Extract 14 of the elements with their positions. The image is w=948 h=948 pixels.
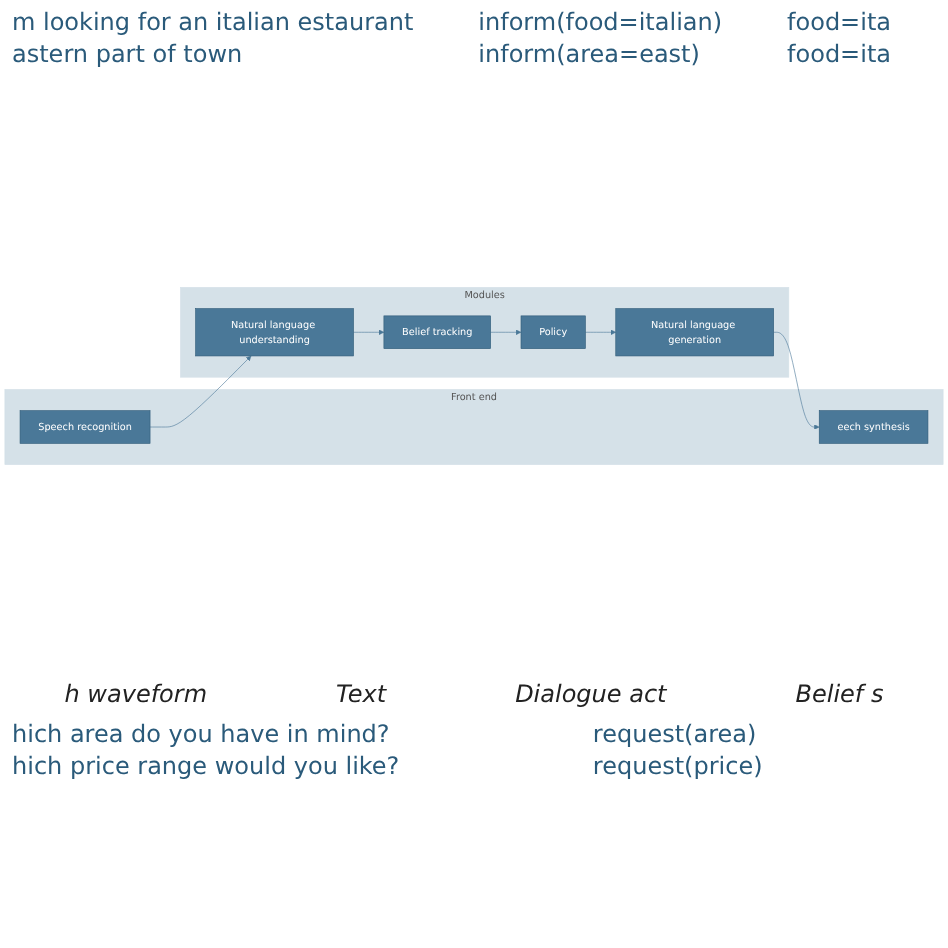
example-text: food=ita [787,8,894,36]
example-text: food=ita [787,40,894,68]
example-text: hich area do you have in mind? [12,720,392,748]
example-text: request(price) [592,752,765,780]
example-text: astern part of town [12,40,245,68]
example-text: inform(food=italian) [478,8,725,36]
data-type-label: Text [336,680,387,708]
data-type-label: Dialogue act [515,680,667,708]
example-text: hich price range would you like? [12,752,402,780]
data-type-label: Belief s [795,680,884,708]
example-text: inform(area=east) [478,40,702,68]
example-text: m looking for an italian estaurant [12,8,416,36]
data-type-label: h waveform [64,680,208,708]
example-text: request(area) [592,720,759,748]
